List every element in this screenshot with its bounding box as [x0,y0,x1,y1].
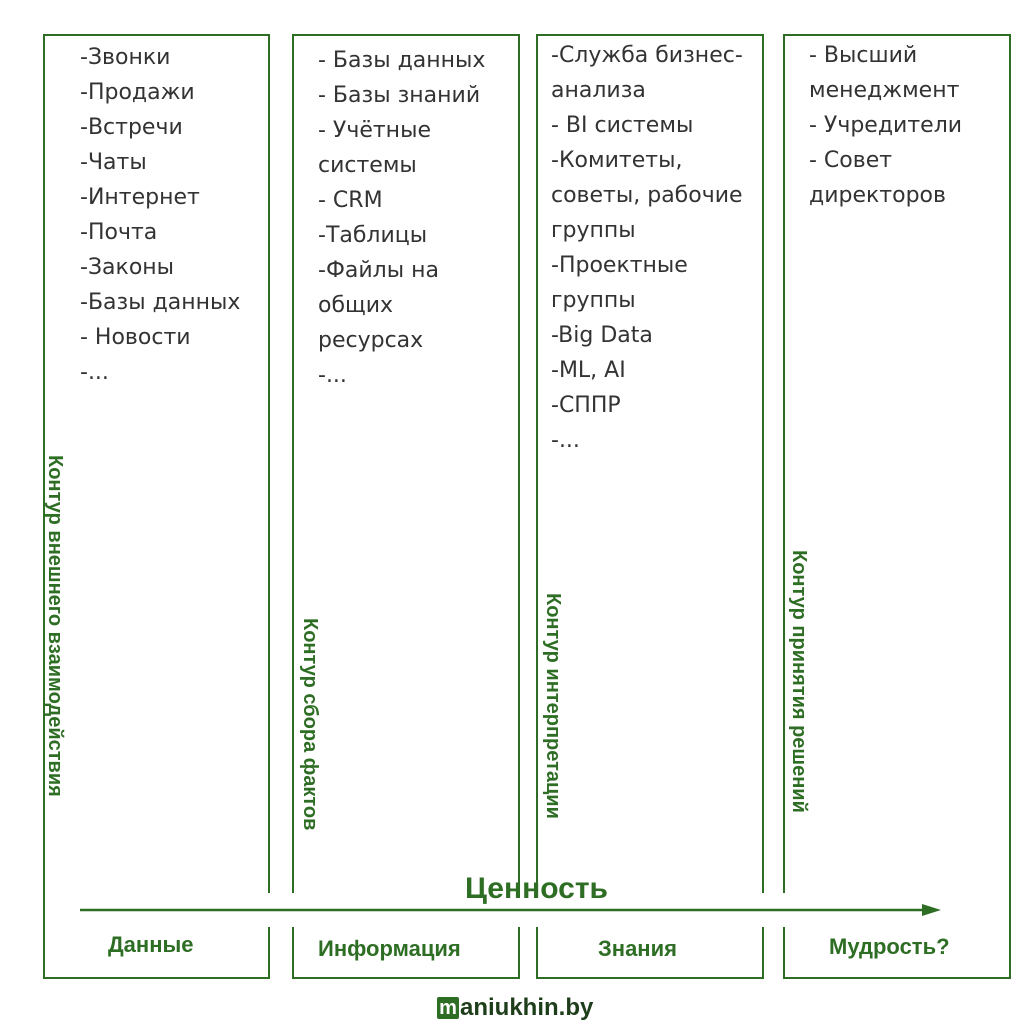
list-item: - Высший [809,43,918,68]
contour-label-decisions: Контур принятия решений [788,550,810,813]
list-item: -Базы данных [80,290,241,315]
list-item: -СППР [551,393,621,418]
list-item: системы [318,153,417,178]
list-item: ресурсах [318,328,424,353]
list-item: -... [551,428,580,453]
column-wisdom [783,34,1011,979]
list-item: -Файлы на [318,258,439,283]
list-item: - Базы данных [318,48,486,73]
list-item: - Базы знаний [318,83,481,108]
list-item: - Совет [809,148,893,173]
list-item: советы, рабочие [551,183,743,208]
list-item: -Таблицы [318,223,428,248]
list-item: -Служба бизнес- [551,43,743,68]
arrow-head-icon [922,904,941,916]
list-item: -Продажи [80,80,195,105]
list-item: -Проектные [551,253,688,278]
brand-text: aniukhin.by [460,994,594,1021]
stage-label-knowledge: Знания [598,936,677,961]
list-item: -Big Data [551,323,653,348]
list-item: -Комитеты, [551,148,683,173]
column-knowledge [536,34,764,979]
list-item: -Интернет [80,185,200,210]
list-item: - CRM [318,188,383,213]
column-data [43,34,270,979]
brand-logo-icon: m [437,997,459,1019]
list-item: группы [551,218,636,243]
list-item: -... [80,360,109,385]
list-item: -... [318,363,347,388]
brand-logo: m aniukhin.by [437,994,593,1022]
column-data-items: -Звонки -Продажи -Встречи -Чаты -Интерне… [80,40,240,390]
list-item: - Учётные [318,118,431,143]
contour-label-interpretation: Контур интерпретации [542,593,564,819]
list-item: директоров [809,183,946,208]
contour-label-facts: Контур сбора фактов [299,618,321,831]
list-item: общих [318,293,394,318]
column-information-items: - Базы данных - Базы знаний - Учётные си… [318,43,485,393]
list-item: -Почта [80,220,158,245]
stage-label-data: Данные [108,932,194,957]
stage-label-information: Информация [318,936,461,961]
list-item: -Законы [80,255,175,280]
list-item: - BI системы [551,113,694,138]
list-item: группы [551,288,636,313]
column-knowledge-items: -Служба бизнес- анализа - BI системы -Ко… [551,38,743,458]
column-information [292,34,520,979]
list-item: -Звонки [80,45,171,70]
list-item: -Встречи [80,115,183,140]
list-item: анализа [551,78,646,103]
list-item: -Чаты [80,150,147,175]
list-item: - Учредители [809,113,963,138]
column-wisdom-items: - Высший менеджмент - Учредители - Совет… [809,38,962,213]
contour-label-external: Контур внешнего взаимодействия [44,455,66,797]
list-item: менеджмент [809,78,960,103]
list-item: -ML, AI [551,358,626,383]
stage-label-wisdom: Мудрость? [829,934,950,959]
list-item: - Новости [80,325,191,350]
value-title: Ценность [465,872,608,905]
